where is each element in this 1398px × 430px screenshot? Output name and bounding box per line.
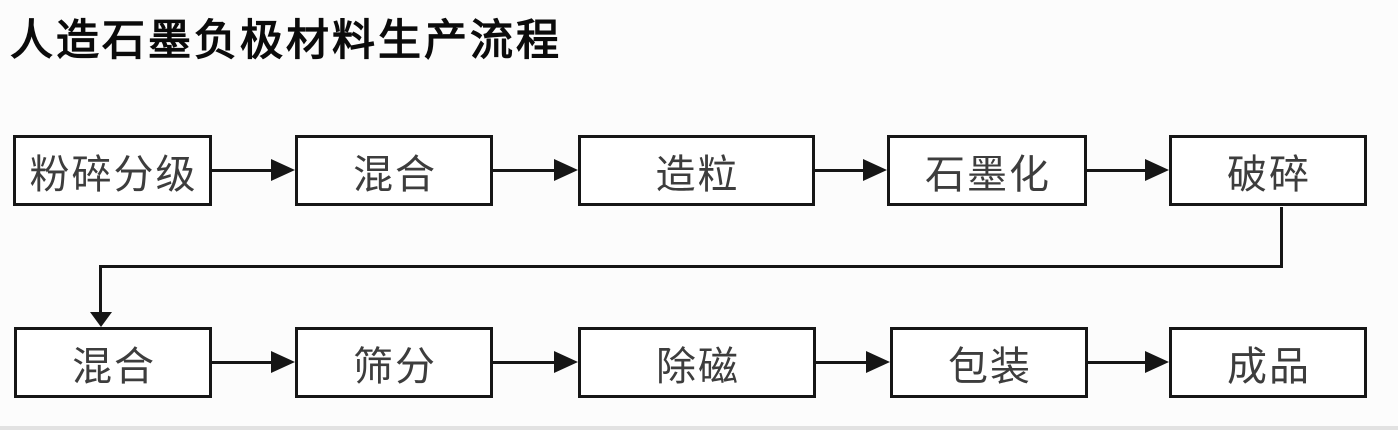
node-granulation: 造粒 bbox=[578, 135, 815, 206]
arrow-line bbox=[815, 169, 865, 172]
node-packaging: 包装 bbox=[890, 327, 1088, 398]
arrow-line bbox=[212, 361, 273, 364]
node-mixing-2: 混合 bbox=[14, 327, 212, 398]
node-demagnetization: 除磁 bbox=[578, 327, 816, 398]
node-finished-product: 成品 bbox=[1169, 327, 1367, 398]
arrow-right-icon bbox=[863, 159, 887, 181]
elbow-connector-segment bbox=[99, 265, 1283, 268]
arrow-right-icon bbox=[554, 159, 578, 181]
arrow-right-icon bbox=[271, 159, 295, 181]
arrow-right-icon bbox=[1145, 351, 1169, 373]
arrow-line bbox=[493, 361, 556, 364]
arrow-line bbox=[493, 169, 556, 172]
arrow-right-icon bbox=[1145, 159, 1169, 181]
elbow-connector-segment bbox=[1280, 207, 1283, 268]
elbow-connector-segment bbox=[99, 265, 102, 313]
arrow-down-icon bbox=[90, 312, 112, 327]
node-sieving: 筛分 bbox=[295, 327, 493, 398]
arrow-right-icon bbox=[554, 351, 578, 373]
bottom-edge-strip bbox=[0, 426, 1398, 430]
arrow-right-icon bbox=[866, 351, 890, 373]
arrow-line bbox=[212, 169, 273, 172]
page-title: 人造石墨负极材料生产流程 bbox=[10, 17, 562, 65]
arrow-right-icon bbox=[271, 351, 295, 373]
node-crushing-grading: 粉碎分级 bbox=[13, 135, 212, 206]
node-graphitization: 石墨化 bbox=[887, 135, 1087, 206]
arrow-line bbox=[1088, 361, 1147, 364]
arrow-line bbox=[816, 361, 868, 364]
node-crushing: 破碎 bbox=[1169, 135, 1367, 206]
arrow-line bbox=[1087, 169, 1147, 172]
node-mixing-1: 混合 bbox=[295, 135, 493, 206]
